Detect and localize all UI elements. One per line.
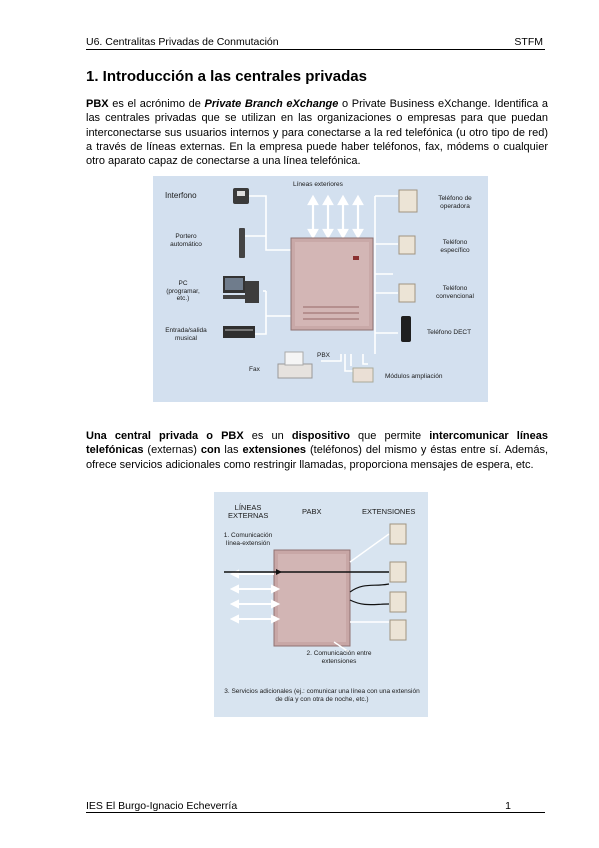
text: es el acrónimo de	[108, 98, 205, 110]
page-footer: IES El Burgo-Ignacio Echeverría 1	[86, 800, 545, 813]
text: (teléfonos) del mismo y éstas entre sí. …	[86, 444, 548, 471]
pabx-diagram: LÍNEAS EXTERNAS PABX EXTENSIONES 1. Comu…	[214, 492, 428, 717]
label-comunicacion-linea: 1. Comunicación línea-extensión	[223, 532, 273, 547]
label-tel-convencional: Teléfono convencional	[436, 285, 474, 300]
term-extensiones: extensiones	[242, 444, 307, 457]
term-pbx: PBX	[86, 98, 109, 110]
section-title: 1. Introducción a las centrales privadas	[86, 68, 367, 85]
text: las	[220, 444, 243, 457]
label-pc: PC (programar, etc.)	[166, 280, 200, 302]
label-entrada-salida: Entrada/salida musical	[165, 327, 207, 342]
label-lineas-exteriores: Líneas exteriores	[293, 181, 343, 188]
paragraph-central: Una central privada o PBX es un disposit…	[86, 429, 548, 472]
label-modulos: Módulos ampliación	[385, 373, 443, 380]
term-private-branch: Private Branch eXchange	[204, 98, 339, 110]
label-comunicacion-extensiones: 2. Comunicación entre extensiones	[306, 650, 372, 665]
label-pabx: PABX	[302, 507, 322, 516]
paragraph-pbx: PBX es el acrónimo de Private Branch eXc…	[86, 97, 548, 168]
term-central: Una central privada o PBX	[86, 430, 244, 442]
label-servicios-adicionales: 3. Servicios adicionales (ej.: comunicar…	[224, 688, 420, 703]
label-extensiones: EXTENSIONES	[362, 507, 416, 516]
label-pbx: PBX	[317, 352, 331, 359]
label-tel-operadora: Teléfono de operadora	[438, 195, 472, 210]
label-tel-especifico: Teléfono específico	[440, 239, 470, 254]
header-right: STFM	[514, 36, 543, 48]
label-tel-dect: Teléfono DECT	[427, 329, 472, 336]
pbx-diagram: Interfono Líneas exteriores Portero auto…	[153, 176, 488, 402]
text: (externas)	[143, 444, 201, 457]
term-con: con	[200, 444, 221, 457]
header-left: U6. Centralitas Privadas de Conmutación	[86, 36, 279, 48]
term-dispositivo: dispositivo	[291, 430, 350, 442]
label-portero: Portero automático	[170, 233, 202, 248]
term-intercomunicar: intercomunicar líneas telefónicas	[86, 430, 548, 457]
label-interfono: Interfono	[165, 191, 197, 200]
text: que permite	[349, 430, 430, 442]
label-fax: Fax	[249, 366, 260, 373]
text: es un	[243, 430, 292, 442]
text: o Private Business eXchange. Identifica …	[86, 98, 549, 168]
footer-left: IES El Burgo-Ignacio Echeverría	[86, 800, 238, 812]
label-lineas-externas: LÍNEAS EXTERNAS	[228, 503, 269, 520]
page-header: U6. Centralitas Privadas de Conmutación …	[86, 36, 545, 50]
page-number: 1	[505, 800, 511, 812]
